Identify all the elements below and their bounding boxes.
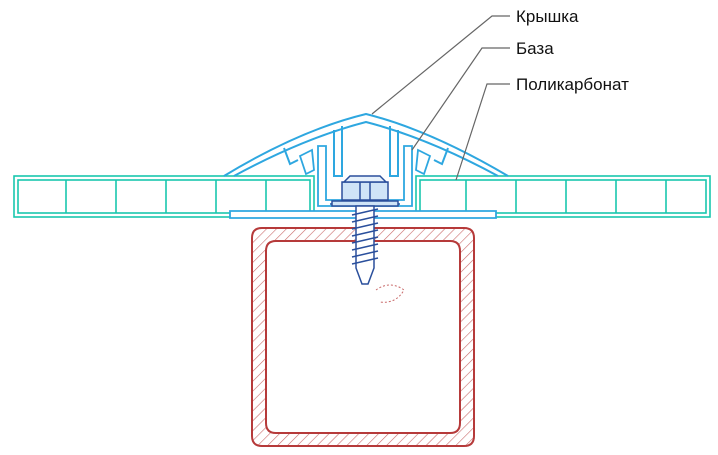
polycarbonate-cells-right <box>465 180 667 213</box>
leader-cap <box>371 15 510 115</box>
label-polycarbonate: Поликарбонат <box>516 75 629 94</box>
self-drilling-screw-icon <box>331 175 399 285</box>
polycarbonate-sheet-right <box>415 175 711 218</box>
polycarbonate-cells-left <box>65 180 267 213</box>
cap-left-leg <box>333 126 343 177</box>
cap-right-hook <box>433 147 449 166</box>
cap-right-leg <box>389 126 399 177</box>
screw-washer <box>331 200 399 207</box>
screw-thread <box>351 236 379 244</box>
cap-left-hook <box>283 147 299 166</box>
screw-thread <box>351 229 379 237</box>
screw-threads <box>351 208 379 265</box>
base-right-grip <box>415 148 432 176</box>
leader-polycarbonate <box>455 83 510 181</box>
screw-head-top <box>342 175 388 183</box>
label-base: База <box>516 39 554 58</box>
steel-tube-wall <box>251 227 475 447</box>
steel-tube <box>251 227 475 447</box>
screw-thread <box>351 257 379 265</box>
screw-drill-hole <box>375 284 405 303</box>
screw-thread <box>351 208 379 216</box>
leader-lines <box>371 15 510 181</box>
screw-thread <box>351 222 379 230</box>
screw-thread <box>351 215 379 223</box>
cap-inner <box>233 120 499 177</box>
cap-outer <box>223 112 509 177</box>
base-left-grip <box>298 148 315 176</box>
screw-hex-head <box>341 181 389 201</box>
polycarbonate-sheet-left <box>13 175 315 218</box>
screw-thread <box>351 250 379 258</box>
label-cap: Крышка <box>516 7 579 26</box>
screw-thread <box>351 243 379 251</box>
leader-base <box>411 47 510 151</box>
cap-profile <box>223 112 509 177</box>
